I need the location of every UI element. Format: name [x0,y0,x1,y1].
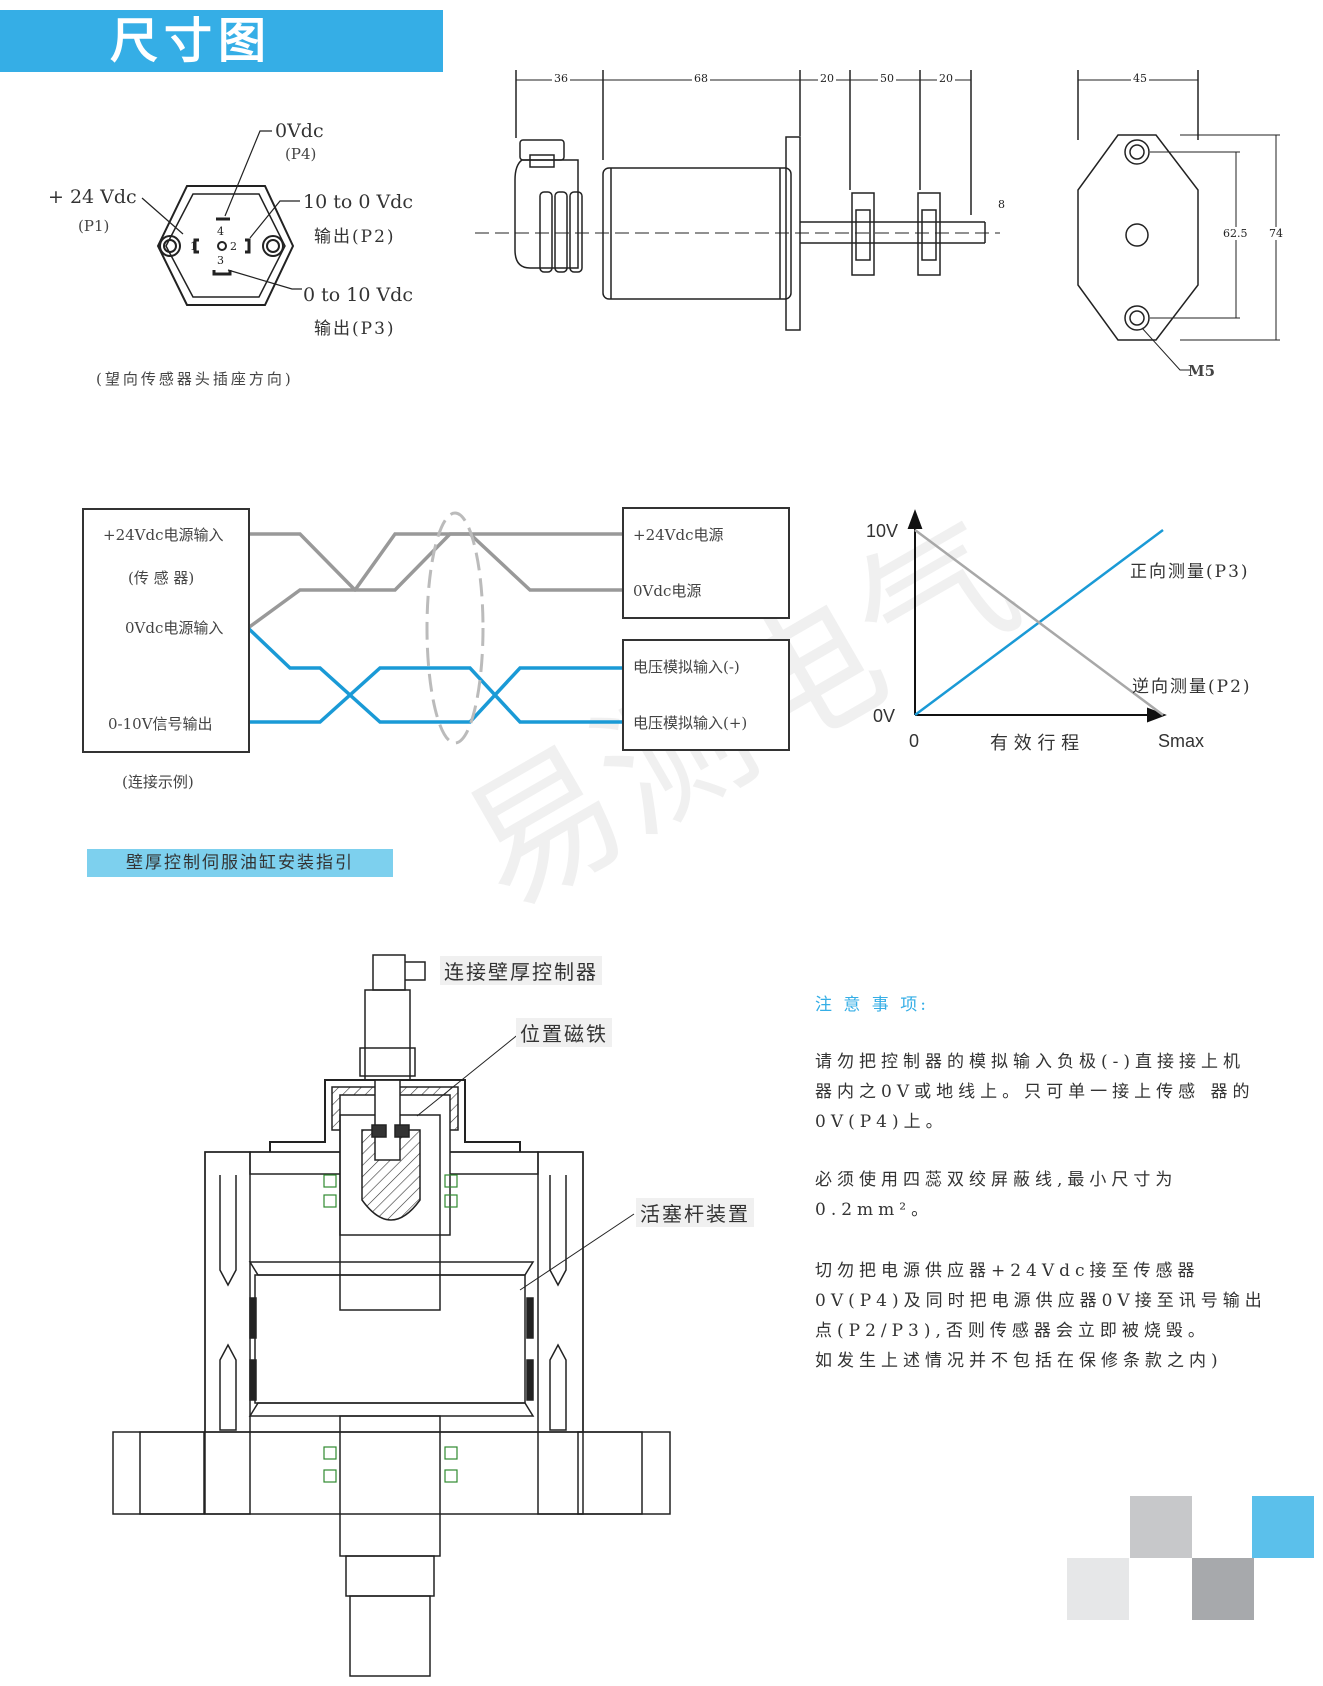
connector-face [141,130,302,306]
p3-output-label: 输出(P3) [314,319,396,339]
thread-label: M5 [1188,362,1216,380]
dim-20-a: 20 [818,72,836,85]
power-0v-label: 0Vdc电源 [633,582,702,600]
sensor-24v-label: +24Vdc电源输入 [103,526,224,544]
dim-50: 50 [878,72,896,85]
dim-62-5: 62.5 [1222,227,1249,240]
header-banner [0,10,443,72]
dim-45: 45 [1131,72,1149,85]
wiring-diagram [246,511,622,745]
sensor-title: (传 感 器) [128,569,195,587]
chart-x-label: 有 效 行 程 [990,733,1080,754]
note-line-8: 点(P2/P3),否则传感器会立即被烧毁。 [815,1321,1210,1341]
note-line-1: 请勿把控制器的模拟输入负极(-)直接接上机 [815,1052,1246,1072]
p4-voltage-label: 0Vdc [275,120,324,142]
install-title: 壁厚控制伺服油缸安装指引 [126,853,354,873]
sensor-box [82,508,250,753]
dim-74: 74 [1268,227,1284,240]
note-line-2: 器内之0V或地线上。只可单一接上传感 器的 [815,1082,1255,1102]
callout-piston-rod: 活塞杆装置 [636,1198,754,1227]
dim-20-b: 20 [937,72,955,85]
dim-68: 68 [692,72,710,85]
note-line-5: 0.2mm²。 [815,1200,934,1220]
pin-2-label: 2 [230,240,237,253]
install-title-tag: 壁厚控制伺服油缸安装指引 [87,849,393,877]
chart-series [914,528,1164,717]
note-line-4: 必须使用四蕊双绞屏蔽线,最小尺寸为 [815,1170,1178,1190]
connector-caption: (望向传感器头插座方向) [96,370,294,388]
p2-voltage-label: 10 to 0 Vdc [303,191,413,213]
chart-axes [907,509,1167,723]
analog-neg-label: 电压模拟输入(-) [633,658,740,676]
chart-y-max: 10V [866,521,899,541]
sensor-side-view [475,70,1000,331]
sensor-end-view [1077,70,1280,371]
cylinder-drawing [112,954,671,1677]
p4-pin-label: (P4) [285,145,317,163]
wiring-caption: (连接示例) [122,773,194,791]
sensor-0v-label: 0Vdc电源输入 [125,619,224,637]
power-box [622,507,790,619]
sensor-signal-label: 0-10V信号输出 [108,715,213,733]
dim-36: 36 [552,72,570,85]
note-line-7: 0V(P4)及同时把电源供应器0V接至讯号输出 [815,1291,1267,1311]
p1-voltage-label: + 24 Vdc [48,186,137,208]
power-24v-label: +24Vdc电源 [633,526,724,544]
callout-controller: 连接壁厚控制器 [440,956,602,985]
chart-x-max: Smax [1158,731,1205,751]
decor-squares [1067,1496,1314,1620]
note-line-3: 0V(P4)上。 [815,1112,948,1132]
callout-magnet: 位置磁铁 [516,1018,612,1047]
chart-y-min: 0V [873,706,896,726]
chart-series-forward-label: 正向测量(P3) [1130,562,1250,582]
chart-x-min: 0 [909,731,920,751]
chart-series-reverse-label: 逆向测量(P2) [1132,677,1252,697]
note-line-6: 切勿把电源供应器+24Vdc接至传感器 [815,1261,1200,1281]
pin-3-label: 3 [217,254,224,267]
p3-voltage-label: 0 to 10 Vdc [303,284,413,306]
notes-title: 注 意 事 项: [815,995,929,1015]
pin-1-label: 1 [190,240,197,253]
pin-4-label: 4 [217,225,224,238]
p1-pin-label: (P1) [78,217,110,235]
chart-series-line-1 [914,528,1164,717]
analog-box [622,639,790,751]
page-title: 尺寸图 [110,13,273,69]
dim-tip: 8 [998,198,1005,211]
p2-output-label: 输出(P2) [314,227,396,247]
analog-pos-label: 电压模拟输入(+) [633,714,748,732]
note-line-9: 如发生上述情况并不包括在保修条款之内) [815,1351,1223,1371]
